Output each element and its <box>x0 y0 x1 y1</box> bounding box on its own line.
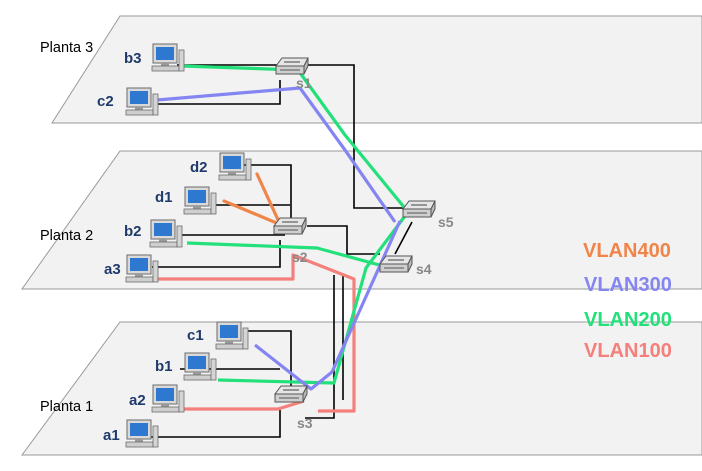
floor-label-2: Planta 2 <box>40 228 93 244</box>
switch-label-s2: s2 <box>292 249 308 265</box>
host-label-b2: b2 <box>124 223 142 240</box>
computer-icon-b2 <box>149 219 183 248</box>
hosts-layer <box>125 43 252 448</box>
vlan400-path <box>222 172 281 226</box>
legend-vlan300: VLAN300 <box>584 274 672 296</box>
switch-icon-s1 <box>275 57 309 75</box>
host-label-d1: d1 <box>155 189 173 206</box>
host-label-a2: a2 <box>129 392 146 409</box>
host-label-c2: c2 <box>97 93 114 110</box>
switch-icon-s2 <box>273 217 307 235</box>
switch-label-s1: s1 <box>296 75 312 91</box>
vlan100-path <box>158 253 356 413</box>
legend-vlan400: VLAN400 <box>583 240 671 262</box>
computer-icon-d2 <box>218 152 252 181</box>
computer-icon-a2 <box>151 384 185 413</box>
computer-icon-b1 <box>183 352 217 381</box>
switch-label-s5: s5 <box>438 214 454 230</box>
floor-label-1: Planta 1 <box>40 399 93 415</box>
switch-label-s4: s4 <box>416 261 432 277</box>
computer-icon-d1 <box>183 186 217 215</box>
switch-label-s3: s3 <box>297 415 313 431</box>
switches-layer <box>273 57 436 403</box>
host-label-b3: b3 <box>124 50 142 67</box>
host-label-a1: a1 <box>103 427 120 444</box>
switch-icon-s3 <box>274 385 308 403</box>
floor-plane-2 <box>21 150 702 290</box>
vlan300-path <box>156 86 402 391</box>
computer-icon-c2 <box>125 87 159 116</box>
computer-icon-a1 <box>125 419 159 448</box>
host-label-a3: a3 <box>104 261 121 278</box>
switch-icon-s5 <box>402 200 436 218</box>
switch-icon-s4 <box>379 255 413 273</box>
host-label-c1: c1 <box>187 327 204 344</box>
host-label-b1: b1 <box>155 358 173 375</box>
computer-icon-c1 <box>215 321 249 350</box>
floor-label-3: Planta 3 <box>40 40 93 56</box>
legend-vlan200: VLAN200 <box>584 309 672 331</box>
host-label-d2: d2 <box>190 159 208 176</box>
computer-icon-a3 <box>125 254 159 283</box>
computer-icon-b3 <box>151 43 185 72</box>
physical-cables <box>150 64 413 438</box>
legend-vlan100: VLAN100 <box>584 340 672 362</box>
